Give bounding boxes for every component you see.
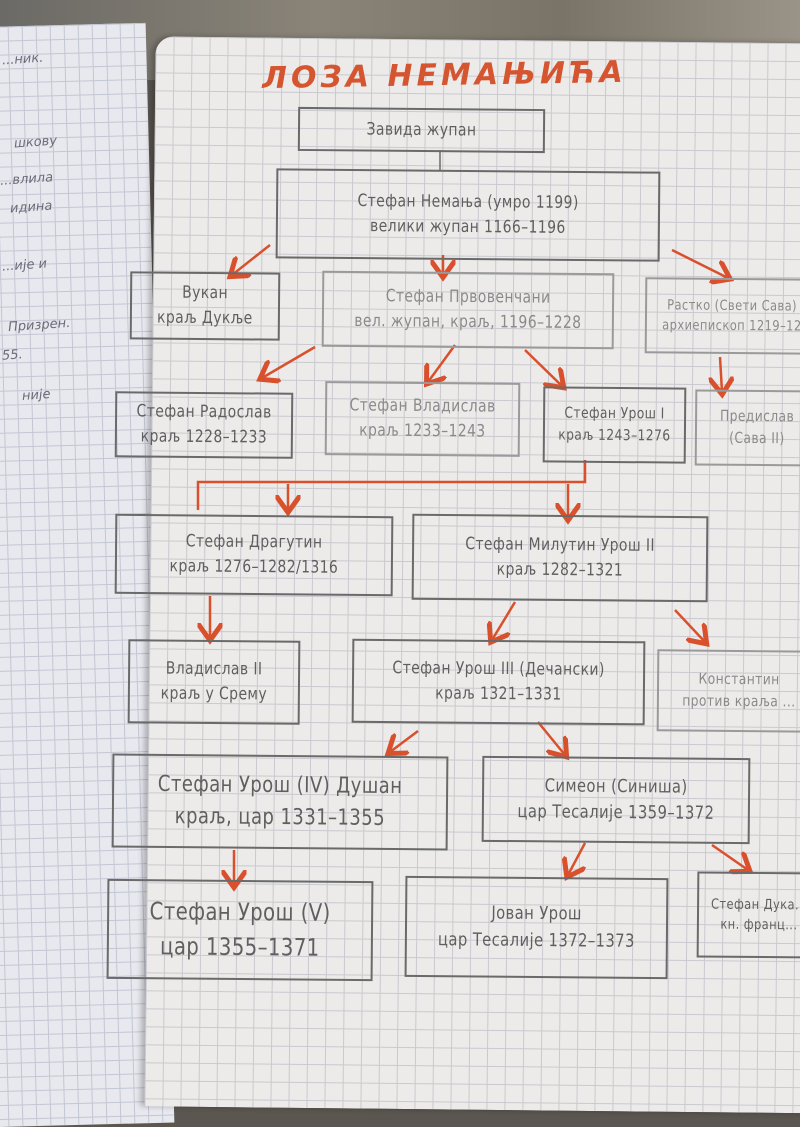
node-title: краљ 1233–1243: [359, 420, 486, 442]
node-title: краљ 1282–1321: [496, 559, 624, 581]
node-name: Вукан: [182, 283, 229, 304]
node-vukan: Вукан краљ Дукље: [129, 271, 281, 341]
node-title: архиепископ 1219–1233: [662, 317, 800, 335]
node-uros5: Стефан Урош (V) цар 1355–1371: [106, 878, 374, 982]
node-name: Стефан Владислав: [349, 395, 496, 417]
arrow: [262, 345, 316, 378]
arrow: [428, 344, 457, 382]
arrow: [671, 248, 728, 278]
node-name: Стефан Првовенчани: [385, 286, 551, 309]
arrow: [390, 730, 419, 752]
node-title: краљ 1276–1282/1316: [169, 556, 339, 578]
node-dusan: Стефан Урош (IV) Душан краљ, цар 1331–135…: [111, 753, 449, 851]
node-radoslav: Стефан Радослав краљ 1228–1233: [114, 391, 294, 459]
node-name: Стефан Урош (V): [149, 897, 331, 927]
arrow: [568, 842, 587, 875]
node-title: цар Тесалије 1359–1372: [517, 801, 715, 824]
node-title: краљ 1228–1233: [140, 426, 268, 448]
node-name: Стефан Немања (умро 1199): [357, 191, 579, 214]
node-title: цар Тесалије 1372–1373: [437, 928, 635, 952]
node-dragutin: Стефан Драгутин краљ 1276–1282/1316: [114, 513, 394, 597]
node-name: Предислав: [719, 406, 795, 426]
node-name: Константин: [698, 669, 780, 689]
node-zavida: Завида жупан: [297, 106, 546, 154]
node-title: краљ Дукље: [156, 307, 253, 329]
node-decanski: Стефан Урош III (Дечански)краљ 1321–1331: [351, 638, 646, 726]
node-name: Јован Урош: [491, 903, 582, 925]
node-title: краљ у Срему: [160, 683, 268, 705]
node-name: Растко (Свети Сава): [667, 297, 798, 315]
node-title: краљ 1321–1331: [435, 683, 562, 705]
node-name: Стефан Дука...: [710, 896, 800, 914]
node-title: краљ, цар 1331–1355: [174, 804, 386, 831]
arrow: [711, 843, 748, 870]
node-rastko: Растко (Свети Сава) архиепископ 1219–1233: [644, 277, 800, 355]
arrow: [492, 601, 517, 640]
node-nemanja: Стефан Немања (умро 1199)велики жупан 11…: [275, 168, 661, 262]
node-name: Владислав II: [165, 658, 263, 680]
node-title: кн. франц...: [720, 916, 798, 934]
node-name: Стефан Радослав: [136, 401, 272, 423]
node-duka: Стефан Дука... кн. франц...: [696, 871, 800, 959]
node-vladislav: Стефан Владислав краљ 1233–1243: [324, 381, 521, 457]
node-name: Стефан Урош I: [564, 403, 665, 423]
arrow: [720, 356, 722, 392]
branch-line: [196, 460, 587, 510]
arrow: [232, 244, 271, 275]
node-name: Стефан Драгутин: [185, 531, 323, 553]
node-title: цар 1355–1371: [159, 932, 320, 962]
arrow: [537, 721, 565, 755]
connector-layer: [196, 150, 800, 1067]
node-title: краљ 1243–1276: [558, 425, 671, 445]
node-title: против краља ...: [682, 691, 796, 711]
node-name: Стефан Урош III (Дечански): [392, 658, 605, 681]
node-name: Завида жупан: [366, 119, 477, 141]
arrow: [674, 609, 705, 642]
node-title: велики жупан 1166–1196: [369, 216, 566, 238]
node-predislav: Предислав(Сава II): [694, 389, 800, 467]
node-title: (Сава II): [729, 428, 785, 448]
node-name: Стефан Урош (IV) Душан: [157, 772, 403, 800]
node-name: Стефан Милутин Урош II: [465, 534, 656, 557]
node-vladislav2: Владислав II краљ у Срему: [127, 639, 301, 725]
arrow: [524, 349, 562, 386]
node-name: Симеон (Синиша): [544, 775, 688, 798]
node-jovan: Јован Урош цар Тесалије 1372–1373: [404, 875, 669, 980]
node-simeon: Симеон (Синиша) цар Тесалије 1359–1372: [481, 755, 751, 845]
node-title: вел. жупан, краљ, 1196–1228: [354, 311, 582, 333]
